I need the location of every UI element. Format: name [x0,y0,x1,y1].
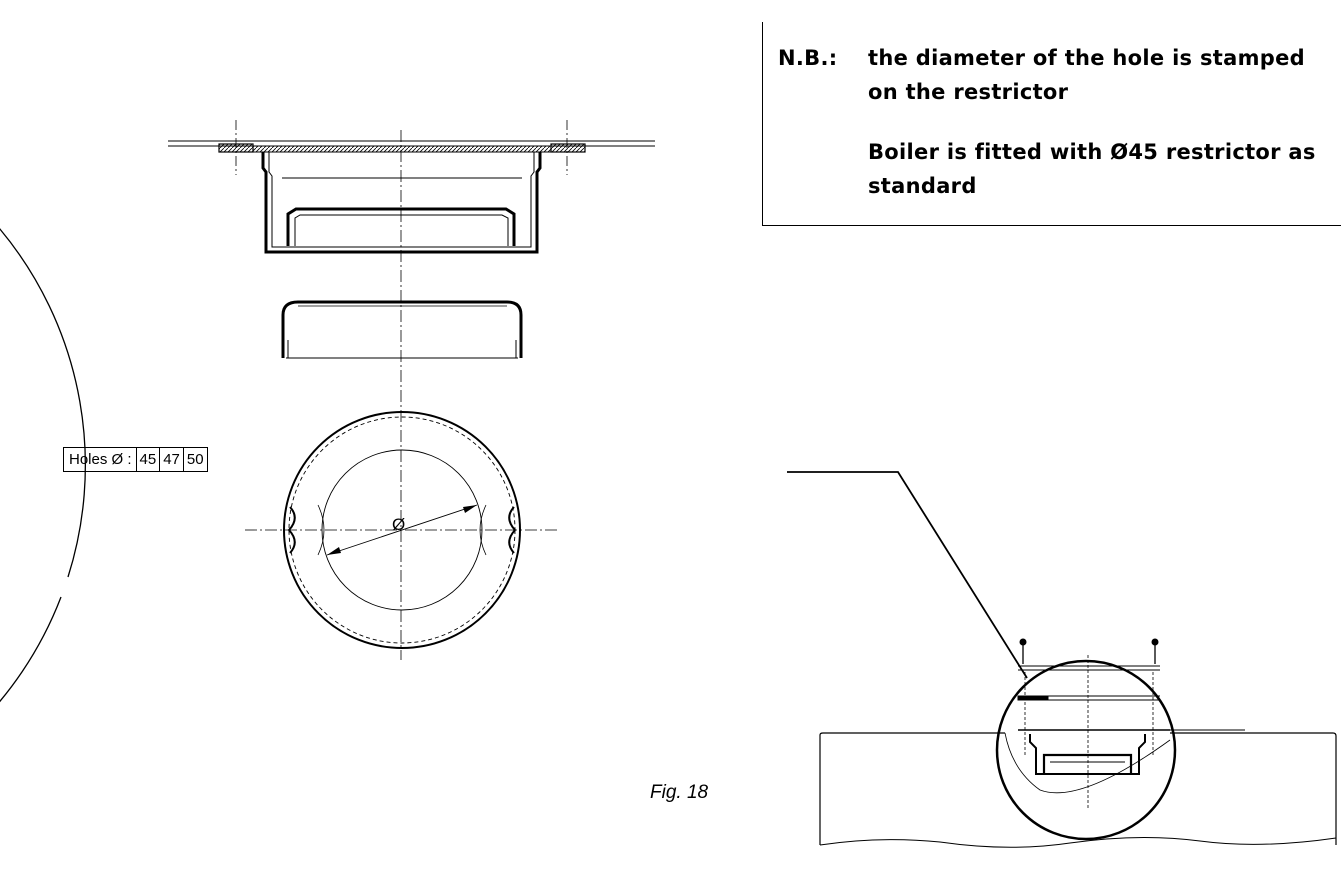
note-line-4: standard [868,174,977,198]
holes-table-label: Holes Ø : [69,451,132,468]
note-box [762,22,1341,226]
note-line-1: the diameter of the hole is stamped [868,46,1305,70]
boiler-detail [819,638,1337,848]
holes-table: Holes Ø : 45 47 50 [63,447,208,472]
holes-table-value: 45 [135,448,160,471]
restrictor-side-view [281,300,523,359]
leader-line [787,471,1028,679]
figure-caption: Fig. 18 [650,782,709,803]
note-label: N.B.: [778,46,838,70]
note-line-3: Boiler is fitted with Ø45 restrictor as [868,140,1316,164]
holes-table-value: 47 [159,448,183,471]
holes-table-value: 50 [182,448,207,471]
detail-circle [995,659,1177,841]
flange-section [168,120,655,254]
center-lines [245,130,560,660]
note-line-2: on the restrictor [868,80,1069,104]
diameter-symbol: Ø [392,515,405,534]
